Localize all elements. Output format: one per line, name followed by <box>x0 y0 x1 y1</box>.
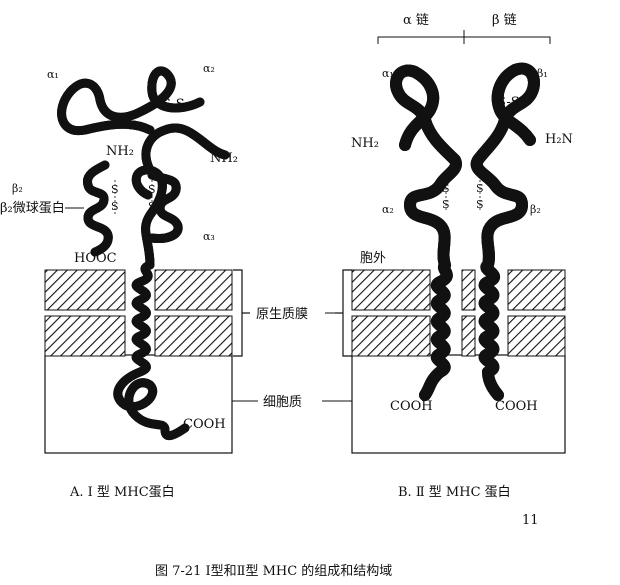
panel-a-hooc: HOOC <box>74 251 117 266</box>
panel-a-b2m <box>87 160 108 257</box>
panel-b-membrane-outer-mid <box>461 269 476 311</box>
panel-a-membrane-inner-right <box>154 315 233 357</box>
panel-b-alpha-chain-label: α 链 <box>403 13 429 28</box>
panel-b-s-l1: S <box>442 182 450 195</box>
panel-b-alpha2-label: α₂ <box>382 203 394 216</box>
panel-a-membrane-outer-right <box>154 269 233 311</box>
panel-a-alpha3 <box>147 170 178 239</box>
panel-b-cytoplasm-box <box>351 354 566 454</box>
panel-b-beta1-label: β₁ <box>537 67 548 80</box>
page-number: 11 <box>522 513 539 528</box>
cytoplasm-label: 细胞质 <box>263 395 302 410</box>
panel-b-membrane-outer-left <box>351 269 431 311</box>
panel-b-h2n: H₂N <box>545 132 573 147</box>
panel-b-cooh-left: COOH <box>390 399 433 414</box>
panel-b-caption: B. Ⅱ 型 MHC 蛋白 <box>398 484 511 500</box>
panel-b-beta-chain <box>477 69 534 401</box>
panel-a-right-bracket <box>233 269 250 357</box>
panel-a-b2m-label: β₂微球蛋白 <box>0 200 65 216</box>
panel-a-nh2-left: NH₂ <box>106 144 134 159</box>
panel-b-chain-brackets <box>377 30 551 44</box>
panel-b-s-r2: S <box>476 198 484 211</box>
panel-b-ss-top: S-S <box>497 95 520 110</box>
membrane-label: 原生质膜 <box>256 307 308 322</box>
panel-b-left-bracket <box>335 269 352 357</box>
panel-b: α 链 β 链 α₁ β₁ α₂ β₂ S-S NH₂ H₂N S S S S … <box>351 13 573 500</box>
panel-b-alpha-chain <box>396 71 456 395</box>
panel-a-cooh: COOH <box>183 417 226 432</box>
panel-a-s-left-1: S <box>111 183 119 196</box>
panel-b-s-l2: S <box>442 198 450 211</box>
panel-a-alpha3-label: α₃ <box>203 230 215 243</box>
panel-b-membrane-inner-mid <box>461 315 476 357</box>
panel-a-s-right-1: S <box>148 183 156 196</box>
figure-caption: 图 7-21 Ⅰ型和Ⅱ型 MHC 的组成和结构域 <box>155 563 392 579</box>
panel-a-membrane-outer-left <box>44 269 126 311</box>
panel-b-membrane-inner-right <box>507 315 566 357</box>
panel-b-beta-chain-label: β 链 <box>492 13 517 28</box>
panel-b-beta2-label: β₂ <box>530 203 541 216</box>
panel-a-ss-top: S-S <box>162 97 185 112</box>
panel-a: α₁ α₂ α₃ S-S NH₂ NH₂ S S S S β₂ β₂微球蛋白 H… <box>0 62 238 500</box>
panel-a-nh2-right: NH₂ <box>210 151 238 166</box>
panel-a-beta2-label: β₂ <box>12 182 23 195</box>
panel-a-alpha1-label: α₁ <box>47 68 59 81</box>
panel-a-alpha-chain <box>62 71 230 436</box>
panel-b-alpha1-label: α₁ <box>382 67 394 80</box>
panel-b-s-r1: S <box>476 182 484 195</box>
panel-b-membrane-outer-right <box>507 269 566 311</box>
panel-a-s-left-2: S <box>111 200 119 213</box>
panel-a-s-right-2: S <box>148 200 156 213</box>
panel-b-cooh-right: COOH <box>495 399 538 414</box>
panel-b-extracellular: 胞外 <box>360 251 386 266</box>
panel-a-caption: A. Ⅰ 型 MHC蛋白 <box>69 484 175 500</box>
panel-b-membrane-inner-left <box>351 315 431 357</box>
panel-a-alpha2-label: α₂ <box>203 62 215 75</box>
panel-b-nh2: NH₂ <box>351 136 379 151</box>
panel-a-membrane-inner-left <box>44 315 126 357</box>
